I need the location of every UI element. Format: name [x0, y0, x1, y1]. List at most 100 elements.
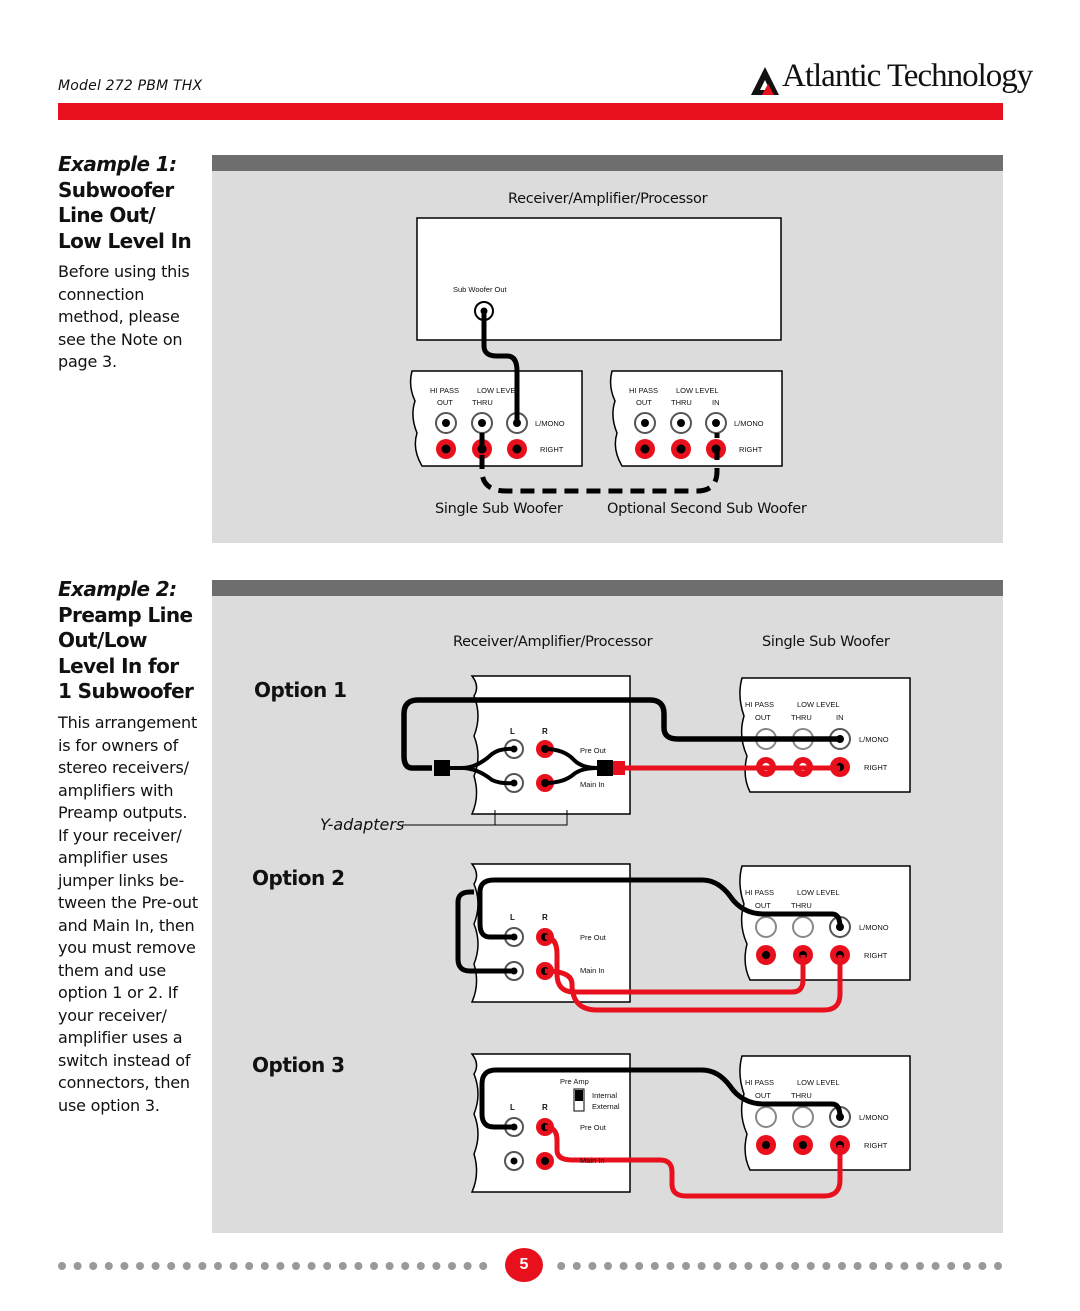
opt2-l: L	[510, 913, 515, 922]
footer-dot	[619, 1262, 628, 1270]
opt2-thru: THRU	[791, 901, 812, 910]
caption-second-sub: Optional Second Sub Woofer	[607, 501, 807, 517]
footer-dot	[479, 1262, 488, 1270]
unit2-lmono: L/MONO	[734, 419, 764, 428]
footer-dot	[120, 1262, 129, 1270]
opt1-out: OUT	[755, 713, 771, 722]
example2-panel-header	[212, 580, 1003, 596]
unit1-thru: THRU	[472, 398, 493, 407]
footer-dot	[713, 1262, 722, 1270]
footer-dot	[588, 1262, 597, 1270]
footer-dot	[245, 1262, 254, 1270]
footer-dot	[89, 1262, 98, 1270]
footer-dot	[760, 1262, 768, 1270]
footer-dot	[884, 1262, 893, 1270]
footer-dot	[962, 1262, 971, 1270]
example2-title: Example 2: Preamp Line Out/Low Level In …	[58, 577, 194, 703]
footer-dot	[822, 1262, 831, 1270]
footer-dot	[214, 1262, 222, 1270]
footer-dot	[728, 1262, 737, 1270]
opt1-thru: THRU	[791, 713, 812, 722]
footer-dot	[73, 1262, 82, 1270]
unit2-thru: THRU	[671, 398, 692, 407]
model-name: Model 272 PBM THX	[58, 78, 203, 94]
opt3-l: L	[510, 1103, 515, 1112]
opt1-mainin: Main In	[580, 780, 605, 789]
page-number: 5	[505, 1248, 543, 1282]
footer-dot	[432, 1262, 441, 1270]
footer-dot	[572, 1262, 581, 1270]
opt2-hipass: HI PASS	[745, 888, 775, 897]
opt2-lmono: L/MONO	[859, 923, 889, 932]
unit2-in: IN	[712, 398, 720, 407]
opt3-mainin: Main In	[580, 1156, 605, 1165]
opt1-preout: Pre Out	[580, 746, 606, 755]
example1-diagram	[409, 217, 783, 494]
opt3-external: External	[592, 1102, 620, 1111]
example1-body: Before using this connection method, ple…	[58, 262, 190, 371]
footer-dot	[338, 1262, 347, 1270]
unit1-lowlevel: LOW LEVEL	[477, 386, 520, 395]
footer-dot	[853, 1262, 862, 1270]
footer-dot	[370, 1262, 378, 1270]
footer-dot	[635, 1262, 644, 1270]
opt3-right: RIGHT	[864, 1141, 888, 1150]
footer-dot	[307, 1262, 316, 1270]
unit1-hipass: HI PASS	[430, 386, 460, 395]
sub-out-label: Sub Woofer Out	[453, 285, 507, 294]
unit2-lowlevel: LOW LEVEL	[676, 386, 719, 395]
footer-dot	[604, 1262, 612, 1270]
option3-title: Option 3	[252, 1053, 345, 1077]
footer-dot	[994, 1262, 1002, 1270]
footer-dot	[557, 1262, 566, 1270]
opt3-out: OUT	[755, 1091, 771, 1100]
option2-title: Option 2	[252, 866, 345, 890]
footer-dot	[416, 1262, 425, 1270]
footer-dot	[276, 1262, 285, 1270]
footer-dot	[104, 1262, 113, 1270]
opt3-lowlevel: LOW LEVEL	[797, 1078, 840, 1087]
example2-receiver-label: Receiver/Amplifier/Processor	[453, 634, 653, 650]
footer-dot	[697, 1262, 706, 1270]
unit1-right: RIGHT	[540, 445, 564, 454]
footer-dot	[292, 1262, 300, 1270]
example1-title: Example 1: Subwoofer Line Out/ Low Level…	[58, 152, 192, 253]
opt3-lmono: L/MONO	[859, 1113, 889, 1122]
opt1-lmono: L/MONO	[859, 735, 889, 744]
example2-diagram	[401, 675, 911, 1199]
opt3-thru: THRU	[791, 1091, 812, 1100]
footer-dot	[682, 1262, 690, 1270]
opt1-lowlevel: LOW LEVEL	[797, 700, 840, 709]
footer-dot	[167, 1262, 176, 1270]
opt3-hipass: HI PASS	[745, 1078, 775, 1087]
unit2-right: RIGHT	[739, 445, 763, 454]
opt2-r: R	[542, 913, 548, 922]
footer-dot	[900, 1262, 909, 1270]
example2-body: This arrangement is for owners of stereo…	[58, 713, 198, 1115]
footer-dot	[666, 1262, 675, 1270]
example2-sub-label: Single Sub Woofer	[762, 634, 890, 650]
opt1-hipass: HI PASS	[745, 700, 775, 709]
footer-dot	[916, 1262, 924, 1270]
brand-name: Atlantic Technology	[782, 58, 1033, 94]
opt3-preout: Pre Out	[580, 1123, 606, 1132]
footer-dot	[838, 1262, 846, 1270]
opt2-right: RIGHT	[864, 951, 888, 960]
opt2-out: OUT	[755, 901, 771, 910]
footer-dot	[463, 1262, 472, 1270]
footer-dot	[260, 1262, 269, 1270]
footer-dot	[323, 1262, 332, 1270]
opt2-lowlevel: LOW LEVEL	[797, 888, 840, 897]
footer-dot	[385, 1262, 394, 1270]
opt1-right: RIGHT	[864, 763, 888, 772]
footer-dot	[978, 1262, 987, 1270]
opt1-in: IN	[836, 713, 844, 722]
header-bar	[58, 103, 1003, 120]
option1-title: Option 1	[254, 678, 347, 702]
brand-logo-icon	[751, 67, 779, 95]
opt1-l: L	[510, 727, 515, 736]
footer-dot	[182, 1262, 191, 1270]
footer-dot	[229, 1262, 238, 1270]
footer-dot	[448, 1262, 456, 1270]
unit1-lmono: L/MONO	[535, 419, 565, 428]
